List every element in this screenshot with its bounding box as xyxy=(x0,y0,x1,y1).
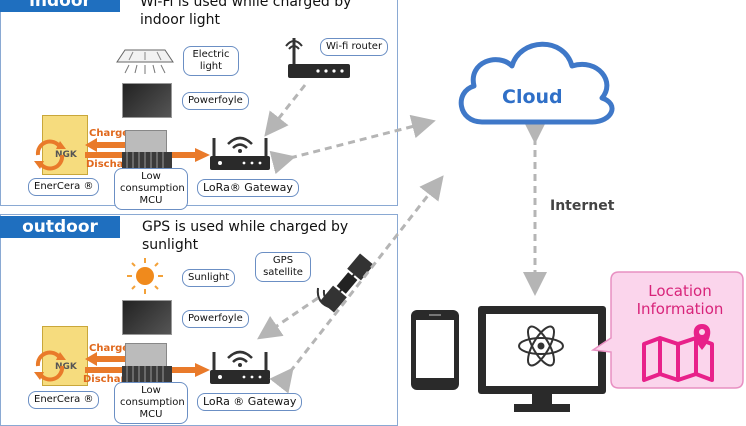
location-bubble xyxy=(590,271,744,389)
indoor-tag: indoor xyxy=(0,0,120,12)
mcu-label-outdoor: Low consumption MCU xyxy=(114,382,188,424)
electric-light-icon xyxy=(116,49,174,74)
mcu-label-outdoor-line3: MCU xyxy=(139,409,163,420)
mcu-board-outdoor xyxy=(122,366,172,382)
electric-light-label-line2: light xyxy=(199,61,223,72)
sun-icon xyxy=(127,258,163,294)
powerfoyle-panel-indoor xyxy=(122,83,172,118)
router-to-gateway-link-indoor xyxy=(264,84,307,137)
lora-gateway-icon-indoor xyxy=(210,136,270,170)
location-info-line1: Location xyxy=(648,282,712,300)
gateway-to-cloud-link-indoor xyxy=(269,114,436,175)
mcu-label-outdoor-line2: consumption xyxy=(120,397,185,408)
charge-arrow-outdoor xyxy=(85,352,145,366)
wifi-router-label: Wi-fi router xyxy=(320,38,389,56)
electric-light-label-line1: Electric xyxy=(192,49,230,60)
charge-label-indoor: Charge xyxy=(89,128,130,139)
internet-label: Internet xyxy=(550,198,615,214)
gateway-to-cloud-link-outdoor xyxy=(269,175,444,394)
sunlight-label: Sunlight xyxy=(182,269,236,287)
mcu-label-outdoor-line1: Low xyxy=(141,385,161,396)
satellite-to-gateway-link-outdoor xyxy=(257,296,319,340)
powerfoyle-label-indoor: Powerfoyle xyxy=(182,92,249,110)
cloud-icon xyxy=(458,41,615,125)
outdoor-tag: outdoor xyxy=(0,216,120,238)
cycle-arrows-icon-indoor xyxy=(34,139,66,171)
lora-gateway-label-outdoor: LoRa ® Gateway xyxy=(197,393,303,411)
mcu-label-indoor-line1: Low xyxy=(141,171,161,182)
charge-label-outdoor: Charge xyxy=(89,343,130,354)
monitor-icon xyxy=(478,306,606,412)
outdoor-caption-line2: sunlight xyxy=(142,237,199,253)
powerfoyle-label-outdoor: Powerfoyle xyxy=(182,310,249,328)
enercera-label-outdoor: EnerCera ® xyxy=(28,391,100,409)
map-pin-icon xyxy=(642,324,714,382)
cycle-arrows-icon-outdoor xyxy=(34,350,66,382)
mcu-board-indoor xyxy=(122,152,172,168)
cloud-label: Cloud xyxy=(502,86,563,108)
lora-gateway-icon-outdoor xyxy=(210,350,270,384)
atom-icon xyxy=(518,325,564,367)
discharge-label-indoor: Discharge xyxy=(86,159,143,170)
indoor-caption-line2: indoor light xyxy=(140,12,221,28)
mcu-label-indoor-line3: MCU xyxy=(139,195,163,206)
battery-brand-indoor: NGK xyxy=(55,150,77,160)
discharge-label-outdoor: Discharge xyxy=(83,374,140,385)
battery-brand-outdoor: NGK xyxy=(55,362,77,372)
charge-arrow-indoor xyxy=(85,138,145,152)
smartphone-icon xyxy=(411,310,459,390)
wifi-router-icon xyxy=(285,38,350,78)
indoor-caption-line1: Wi-Fi is used while charged by xyxy=(140,0,352,10)
enercera-label-indoor: EnerCera ® xyxy=(28,178,100,196)
mcu-label-indoor: Low consumption MCU xyxy=(114,168,188,210)
location-info-line2: Information xyxy=(636,300,724,318)
mcu-label-indoor-line2: consumption xyxy=(120,183,185,194)
powerfoyle-panel-outdoor xyxy=(122,300,172,335)
location-info-label: Location Information xyxy=(620,282,740,318)
electric-light-label: Electric light xyxy=(183,46,239,76)
